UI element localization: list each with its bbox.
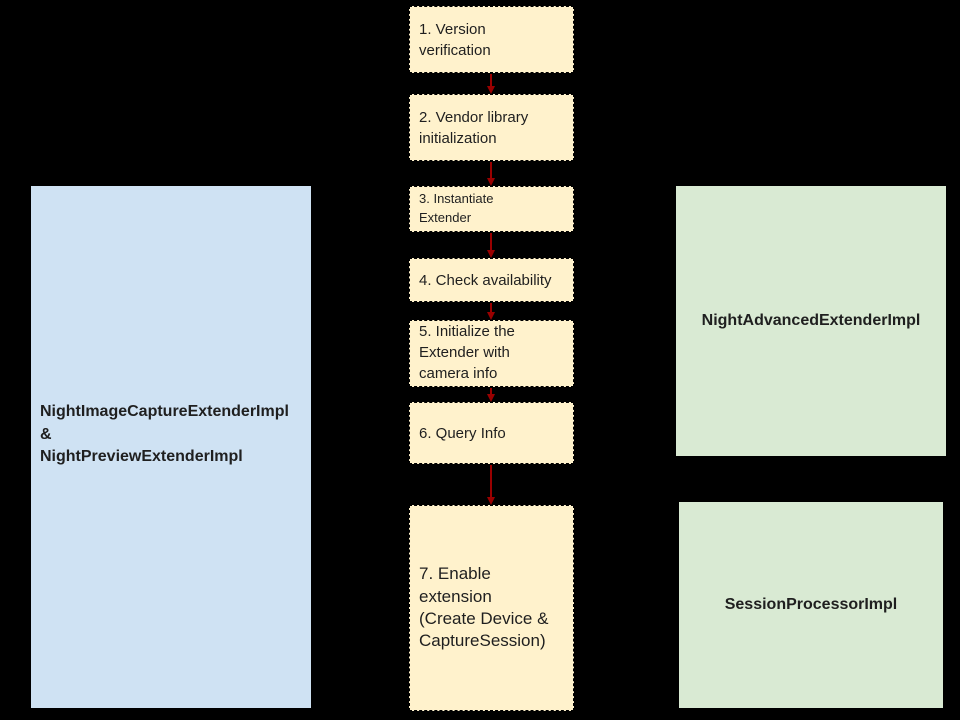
step-3-instantiate-extender: 3. Instantiate Extender bbox=[409, 186, 574, 232]
flow-arrow-2-3 bbox=[487, 162, 495, 186]
panel-night-image-capture-extender-label: NightImageCaptureExtenderImpl & NightPre… bbox=[40, 403, 289, 466]
panel-night-image-capture-extender: NightImageCaptureExtenderImpl & NightPre… bbox=[31, 186, 311, 708]
flow-arrow-1-2 bbox=[487, 74, 495, 94]
step-5-initialize-extender: 5. Initialize the Extender with camera i… bbox=[409, 320, 574, 387]
step-4-check-availability: 4. Check availability bbox=[409, 258, 574, 302]
panel-night-advanced-extender-label: NightAdvancedExtenderImpl bbox=[701, 312, 921, 329]
panel-night-advanced-extender: NightAdvancedExtenderImpl bbox=[676, 186, 946, 456]
step-2-vendor-library-initialization: 2. Vendor library initialization bbox=[409, 94, 574, 161]
panel-session-processor-label: SessionProcessorImpl bbox=[724, 596, 898, 613]
step-1-version-verification: 1. Version verification bbox=[409, 6, 574, 73]
panel-session-processor: SessionProcessorImpl bbox=[679, 502, 943, 708]
flow-arrow-5-6 bbox=[487, 388, 495, 402]
flow-arrow-6-7 bbox=[487, 465, 495, 505]
step-6-query-info: 6. Query Info bbox=[409, 402, 574, 464]
step-7-enable-extension: 7. Enable extension (Create Device & Cap… bbox=[409, 505, 574, 711]
flow-arrow-4-5 bbox=[487, 303, 495, 320]
flow-arrow-3-4 bbox=[487, 233, 495, 258]
